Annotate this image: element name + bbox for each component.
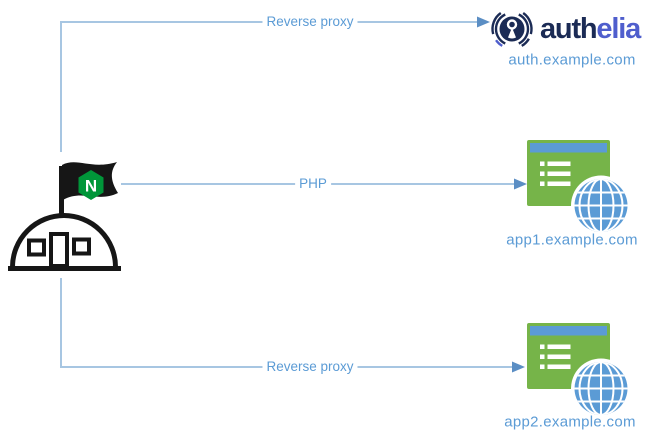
nginx-flag-letter: N [85,177,97,196]
building-door [49,232,69,268]
app2-webapp-icon [527,323,631,419]
arrow-bottom-line [60,278,512,368]
app-list-icon [540,161,571,186]
app-list-icon [540,344,571,369]
edge-label-php: PHP [295,176,331,192]
arrow-middle-head-icon [514,178,527,190]
auth-domain-label: auth.example.com [508,51,636,69]
building-window-right [72,237,91,256]
arrow-top-head-icon [477,16,490,28]
globe-icon [571,358,631,419]
app2-domain-label: app2.example.com [504,413,636,431]
app1-webapp-icon [527,140,631,236]
nginx-hexagon-icon [78,170,104,200]
authelia-wordmark-auth: auth [540,13,598,45]
app-titlebar [530,143,607,153]
edge-label-reverse-proxy-top: Reverse proxy [262,14,358,30]
arrow-bottom-head-icon [512,361,525,373]
authelia-wordmark: authelia [540,7,641,51]
authelia-emblem-icon [491,12,533,47]
authelia-wordmark-elia: elia [596,13,641,45]
globe-icon [571,175,631,236]
building-window-left [27,238,46,257]
edge-label-reverse-proxy-bottom: Reverse proxy [262,359,358,375]
nginx-server-icon: N [8,162,121,271]
arrow-top-line [60,21,477,152]
app1-domain-label: app1.example.com [506,231,638,249]
app-titlebar [530,326,607,336]
authelia-logo: authelia [489,7,641,51]
